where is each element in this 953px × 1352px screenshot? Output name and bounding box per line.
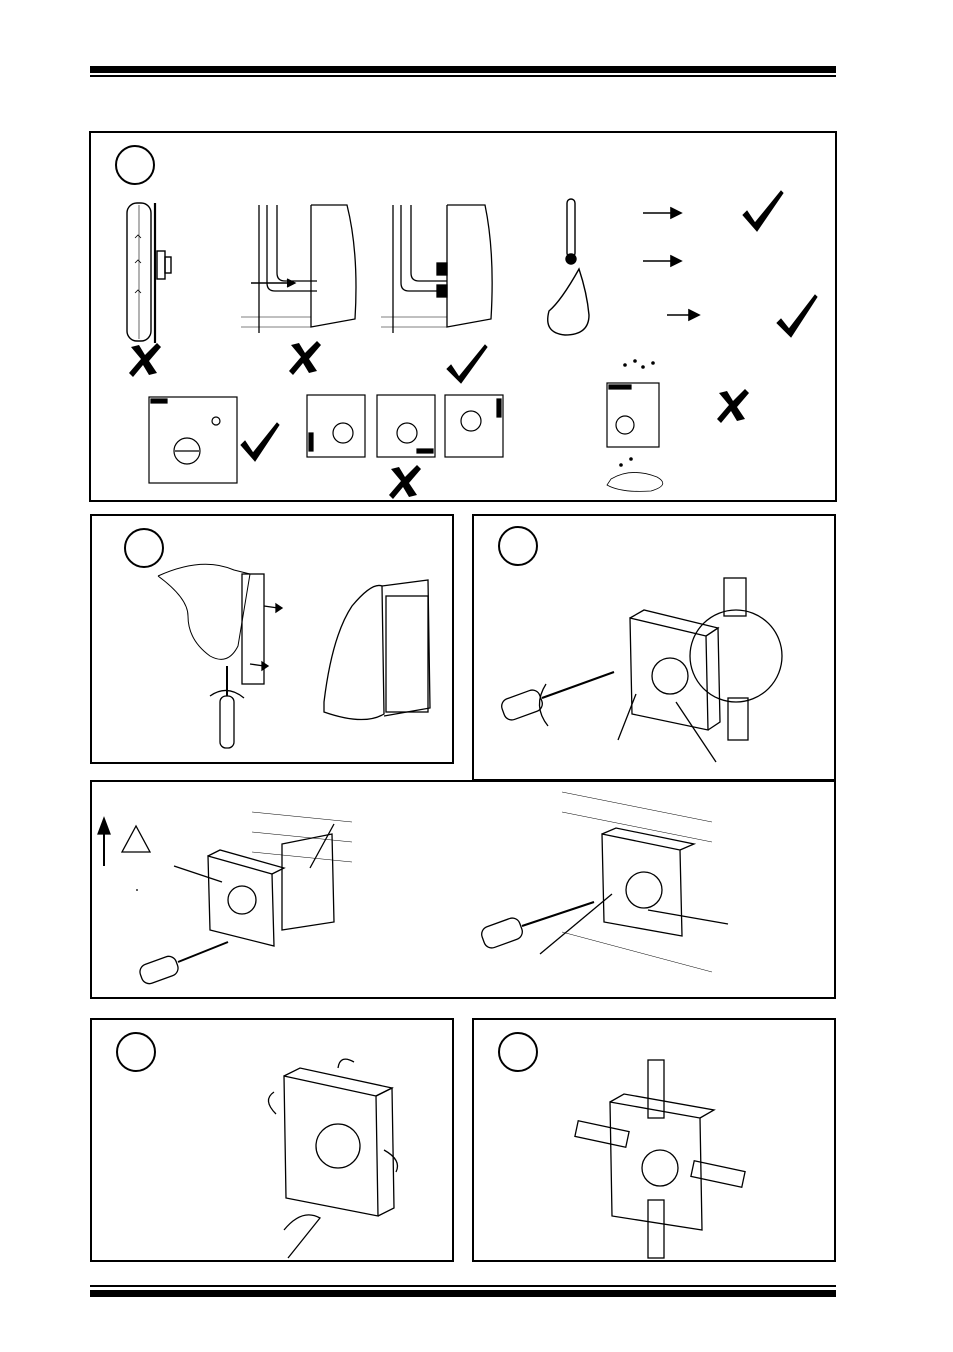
- header-rule-thick: [90, 66, 836, 73]
- panel-placement: [89, 131, 837, 502]
- radiator-figure: [127, 203, 171, 343]
- conduits-illustration: [474, 1020, 838, 1264]
- cable-sealed-figure: [381, 205, 492, 333]
- placement-illustration: [91, 133, 839, 504]
- header-rule-thin: [90, 75, 836, 77]
- recycling-triangle-icon: [122, 826, 150, 852]
- thermostat-dripping: [607, 360, 663, 492]
- thermostat-upright: [149, 397, 237, 483]
- condition-arrows: [643, 208, 699, 320]
- thermometer-icon: [566, 199, 576, 264]
- panel-junction-box: [472, 514, 836, 781]
- panel-conduits: [472, 1018, 836, 1262]
- cable-draft-figure: [241, 205, 356, 333]
- wall-mount-illustration: [92, 782, 838, 1001]
- knockouts-illustration: [92, 1020, 456, 1264]
- junction-box-illustration: [474, 516, 838, 783]
- thermostat-rotated: [307, 395, 503, 457]
- panel-open-housing: [90, 514, 454, 764]
- water-drop-icon: [548, 269, 589, 335]
- panel-knockouts: [90, 1018, 454, 1262]
- cross-mark-icon: [129, 341, 749, 499]
- panel-wall-mount: [90, 780, 836, 999]
- open-housing-illustration: [92, 516, 456, 766]
- footer-rule-thick: [90, 1290, 836, 1297]
- footer-rule-thin: [90, 1285, 836, 1287]
